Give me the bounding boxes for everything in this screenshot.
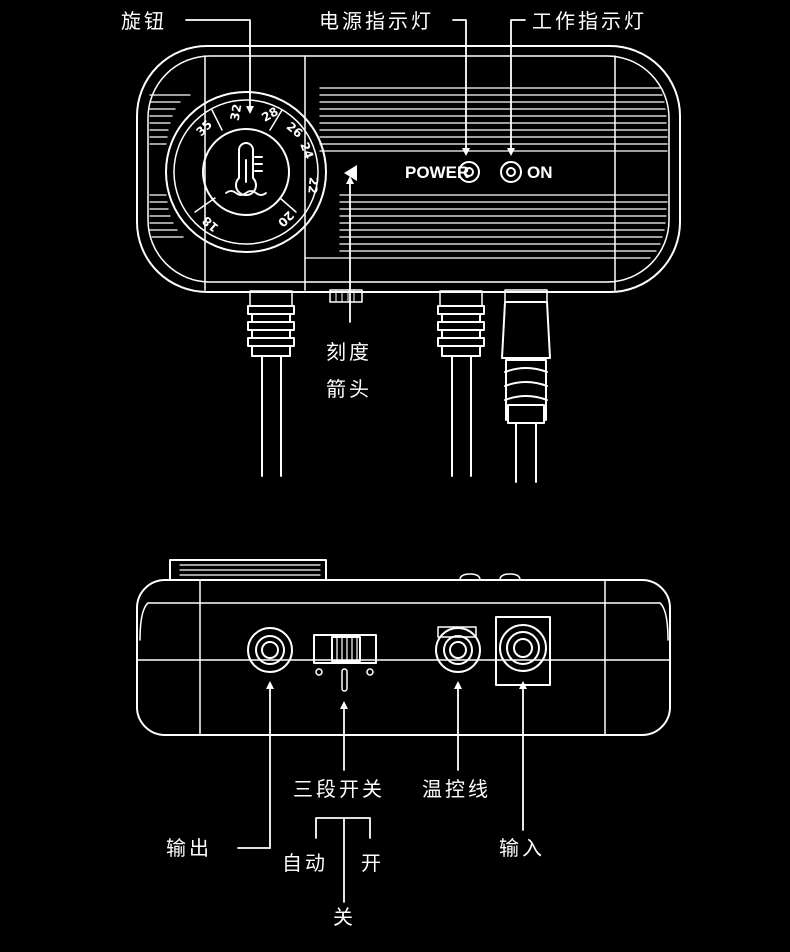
scale-arrow-icon: [344, 165, 357, 181]
input-label: 输入: [499, 836, 545, 860]
top-middle-cable: [437, 290, 485, 477]
scale-24: 24: [297, 140, 316, 160]
output-label: 输出: [166, 836, 212, 860]
on-label: 开: [361, 851, 384, 875]
knob-scale: 35 32 28 26 24 22 20 18: [193, 103, 320, 235]
power-indicator-icon: [458, 161, 480, 183]
scale-slot: [329, 289, 363, 303]
scale-arrow-label-line1: 刻度: [326, 340, 372, 364]
temperature-wire-socket: [435, 626, 481, 673]
top-view-body: [136, 45, 681, 293]
power-text: POWER: [405, 163, 469, 182]
power-indicator-label: 电源指示灯: [319, 9, 434, 33]
off-label: 关: [333, 905, 356, 929]
top-left-cable: [247, 290, 295, 477]
knob-label: 旋钮: [121, 9, 167, 33]
three-stage-switch: [313, 634, 377, 692]
on-text: ON: [527, 163, 553, 182]
input-socket: [495, 616, 551, 686]
scale-18: 18: [200, 213, 222, 234]
leader-lines: [185, 19, 526, 903]
top-right-plug: [501, 289, 551, 483]
temperature-knob: [165, 91, 327, 253]
three-stage-switch-label: 三段开关: [293, 777, 385, 801]
work-indicator-label: 工作指示灯: [532, 9, 647, 33]
scale-arrow-label-line2: 箭头: [326, 377, 372, 401]
scale-22: 22: [305, 176, 320, 194]
scale-32: 32: [228, 103, 245, 122]
arrowheads: [246, 106, 527, 709]
thermometer-icon: [225, 142, 267, 197]
work-indicator-icon: [500, 161, 522, 183]
auto-label: 自动: [282, 851, 328, 875]
temp-control-wire-label: 温控线: [422, 777, 491, 801]
scale-26: 26: [284, 119, 306, 140]
output-socket: [247, 627, 293, 673]
bottom-view-body: [136, 559, 671, 736]
